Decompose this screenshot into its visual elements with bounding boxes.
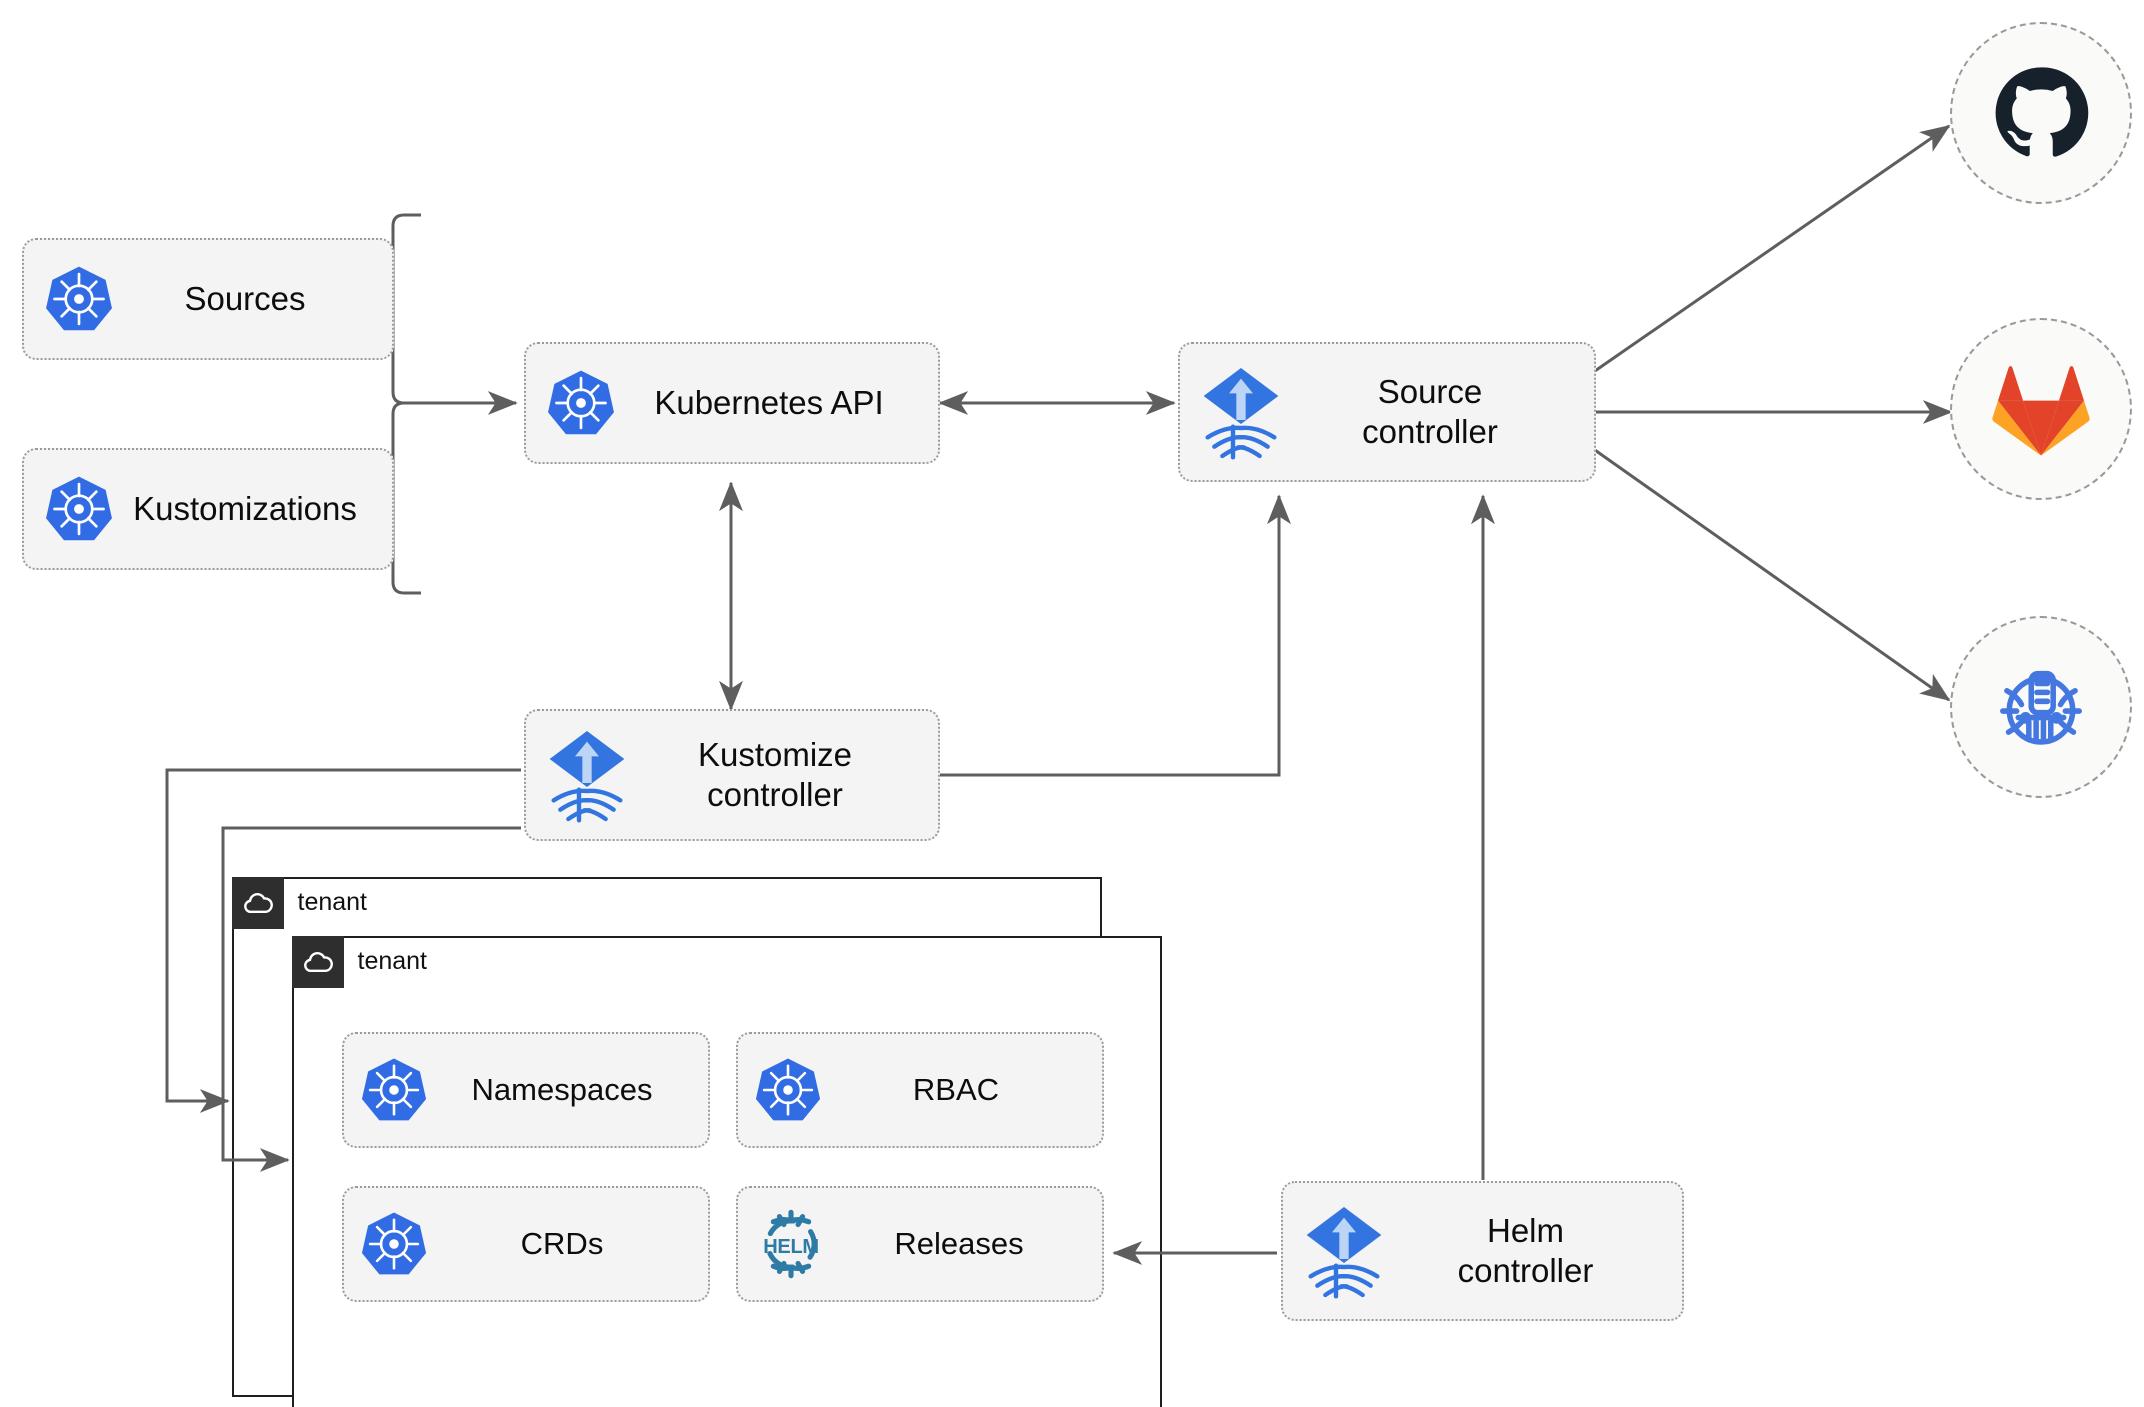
card-source-controller-label: Source controller [1362, 372, 1498, 450]
harbor-icon [2000, 670, 2082, 745]
card-rbac-label: RBAC [912, 1072, 1000, 1108]
tenant-box-inner: tenant [291, 935, 1162, 1407]
tenant-label-inner: tenant [357, 947, 428, 975]
card-kustomize-controller[interactable]: Kustomize controller [524, 709, 940, 841]
card-releases-label: Releases [894, 1226, 1024, 1262]
card-namespaces[interactable]: Namespaces [342, 1032, 710, 1148]
kubernetes-icon [42, 472, 116, 546]
edge-kustomize-to-tenant-inner [221, 826, 521, 1172]
tenant-header-outer: tenant [231, 876, 368, 929]
card-rbac[interactable]: RBAC [736, 1032, 1104, 1148]
kubernetes-icon [752, 1054, 824, 1126]
edge-source-to-github [1591, 124, 1951, 375]
flux-icon [544, 727, 630, 823]
svg-text:HELM: HELM [763, 1236, 818, 1258]
edge-resources-bracket [391, 213, 421, 405]
card-crds-label: CRDs [520, 1226, 604, 1262]
service-gitlab[interactable] [1950, 318, 2132, 500]
card-kustomizations-label: Kustomizations [133, 489, 357, 527]
edge-kustomize-to-source [940, 494, 1291, 777]
edge-kustomize-to-tenant-outer [165, 768, 521, 1113]
card-sources-label: Sources [184, 279, 306, 317]
service-harbor[interactable] [1950, 616, 2132, 798]
kubernetes-icon [544, 366, 618, 440]
card-kubernetes-api[interactable]: Kubernetes API [524, 342, 940, 464]
tenant-header-inner: tenant [291, 935, 428, 988]
card-helm-controller[interactable]: Helm controller [1281, 1181, 1684, 1321]
kubernetes-icon [358, 1208, 430, 1280]
card-crds[interactable]: CRDs [342, 1186, 710, 1302]
flux-icon [1301, 1203, 1387, 1299]
tenant-label-outer: tenant [297, 888, 368, 916]
card-kustomize-controller-label: Kustomize controller [697, 735, 853, 813]
kubernetes-icon [42, 262, 116, 336]
card-source-controller[interactable]: Source controller [1178, 342, 1596, 482]
cloud-icon [231, 876, 284, 929]
gitlab-icon [1992, 366, 2090, 456]
card-kubernetes-api-label: Kubernetes API [654, 383, 884, 421]
edge-source-to-harbor [1591, 446, 1951, 702]
service-github[interactable] [1950, 22, 2132, 204]
card-sources[interactable]: Sources [22, 238, 394, 360]
card-namespaces-label: Namespaces [471, 1072, 653, 1108]
flux-icon [1198, 364, 1284, 460]
github-icon [1995, 67, 2089, 157]
cloud-icon [291, 935, 344, 988]
edge-resources-bracket-lower [391, 401, 421, 595]
card-kustomizations[interactable]: Kustomizations [22, 448, 394, 570]
helm-icon: HELM [752, 1205, 830, 1283]
card-helm-controller-label: Helm controller [1457, 1211, 1594, 1289]
kubernetes-icon [358, 1054, 430, 1126]
card-releases[interactable]: HELM Releases [736, 1186, 1104, 1302]
